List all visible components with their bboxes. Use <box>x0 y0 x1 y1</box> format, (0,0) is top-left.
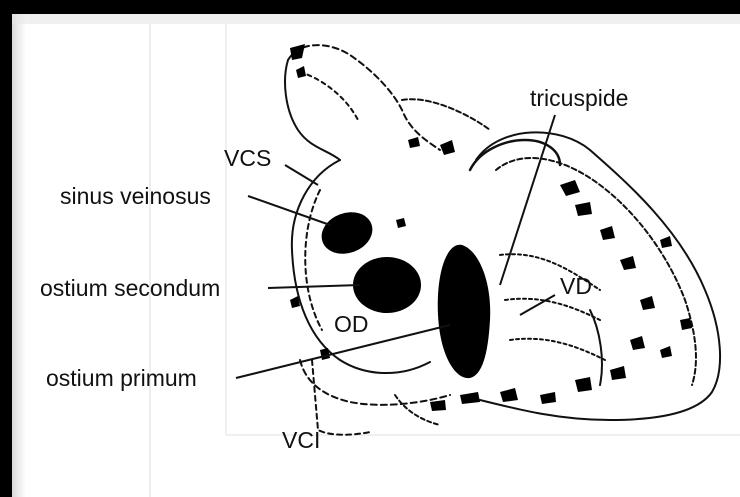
label-sinus-veinosus: sinus veinosus <box>60 183 211 209</box>
label-vci: VCI <box>282 427 320 453</box>
label-vcs: VCS <box>224 145 271 171</box>
ostium-secondum-shape <box>353 257 421 313</box>
label-ostium-secondum: ostium secondum <box>40 275 220 301</box>
label-vd: VD <box>560 273 592 299</box>
label-tricuspide: tricuspide <box>530 85 628 111</box>
label-ostium-primum: ostium primum <box>46 365 197 391</box>
label-od: OD <box>334 311 369 337</box>
